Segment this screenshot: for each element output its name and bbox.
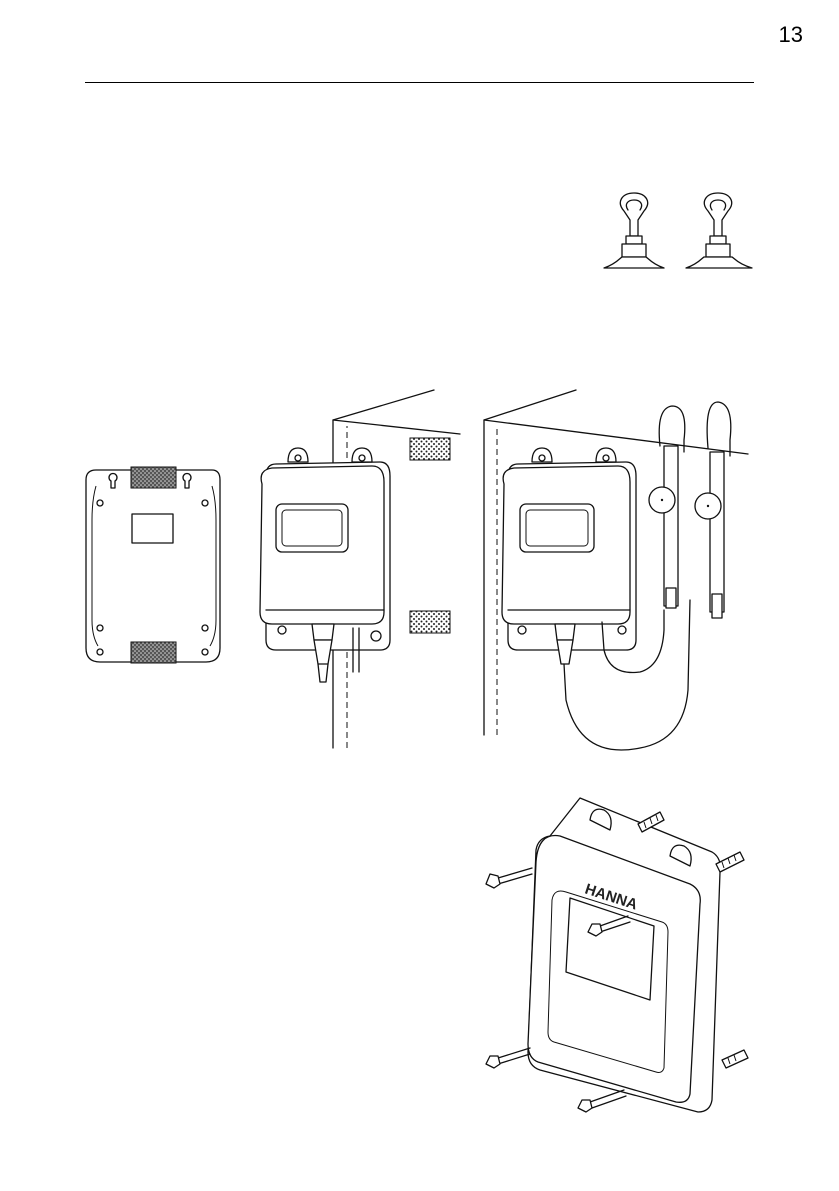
meter-mounted-velcro [260, 448, 390, 682]
screw-bottom-left [486, 1048, 530, 1068]
meter-mounted-probes [502, 402, 731, 750]
screw-top-left [486, 868, 532, 888]
meter-screw-mounting: HANNA [486, 798, 748, 1112]
screw-bottom [578, 1090, 626, 1112]
wall-plug-right [716, 852, 744, 872]
suction-clip-right [686, 193, 752, 268]
wall-plug-bottom [722, 1050, 748, 1068]
suction-clip-left [604, 193, 664, 268]
meter-back-view [86, 467, 220, 663]
